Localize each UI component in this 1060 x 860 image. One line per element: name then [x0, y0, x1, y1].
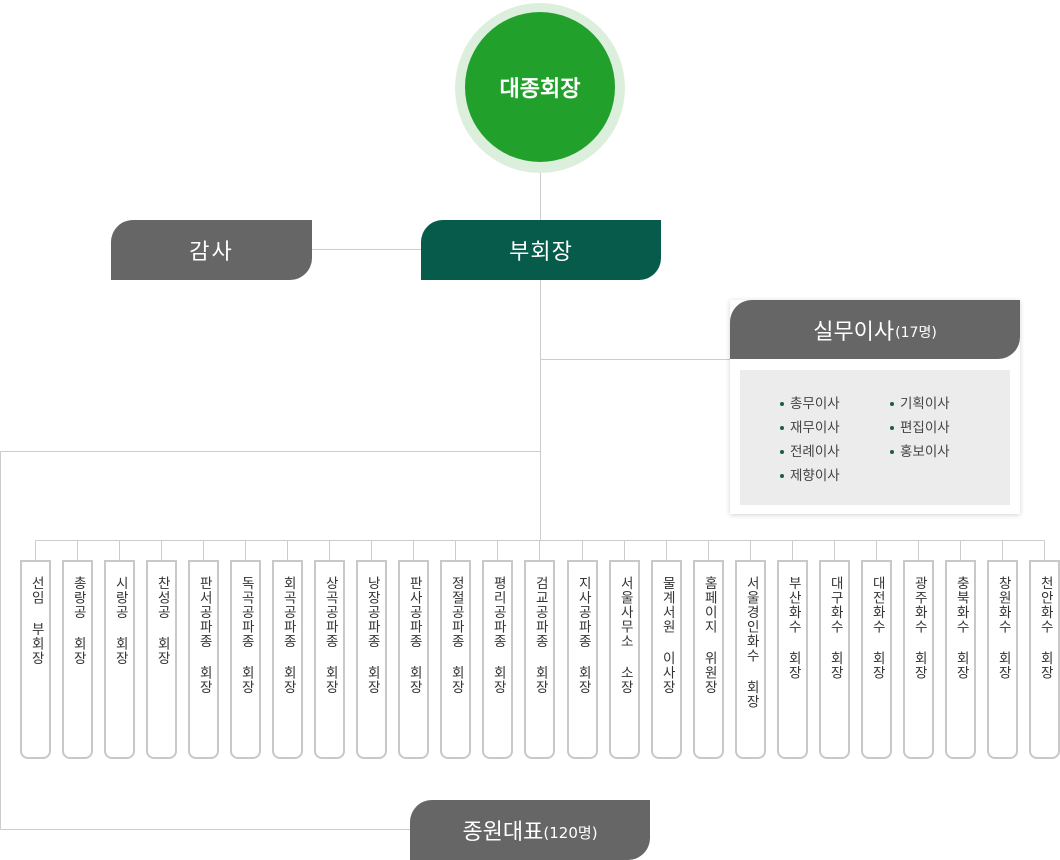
branch-label: 상곡공파종 회장 [322, 576, 339, 695]
branch-node: 서울사무소 소장 [609, 560, 640, 759]
branch-node: 시랑공 회장 [104, 560, 135, 759]
branch-label: 평리공파종 회장 [490, 576, 507, 695]
directors-panel: 실무이사(17명) 총무이사 재무이사 전례이사 제향이사 기획이사 편집이사 … [730, 300, 1020, 514]
branch-node: 판서공파종 회장 [188, 560, 219, 759]
representatives-node: 종원대표(120명) [410, 800, 650, 860]
branch-node: 상곡공파종 회장 [314, 560, 345, 759]
branch-node: 서울경인화수 회장 [735, 560, 766, 759]
representatives-label: 종원대표 [462, 820, 544, 845]
chairman-node: 대종회장 [465, 12, 615, 162]
director-item: 홍보이사 [890, 440, 950, 464]
branch-label: 홈페이지 위원장 [701, 576, 718, 695]
branch-node: 정절공파종 회장 [440, 560, 471, 759]
director-item: 전례이사 [780, 440, 840, 464]
branch-node: 홈페이지 위원장 [693, 560, 724, 759]
branch-label: 부산화수 회장 [785, 576, 802, 680]
branch-label: 물계서원 이사장 [659, 576, 676, 695]
branch-node: 판사공파종 회장 [398, 560, 429, 759]
branch-label: 시랑공 회장 [112, 576, 129, 666]
branch-label: 판사공파종 회장 [406, 576, 423, 695]
branch-node: 찬성공 회장 [146, 560, 177, 759]
branch-label: 찬성공 회장 [154, 576, 171, 666]
branch-node: 총랑공 회장 [62, 560, 93, 759]
branch-node: 부산화수 회장 [777, 560, 808, 759]
branch-node: 독곡공파종 회장 [230, 560, 261, 759]
branch-node: 회곡공파종 회장 [272, 560, 303, 759]
branch-label: 서울사무소 소장 [617, 576, 634, 695]
branch-node: 물계서원 이사장 [651, 560, 682, 759]
branch-label: 판서공파종 회장 [196, 576, 213, 695]
branch-label: 광주화수 회장 [911, 576, 928, 680]
branch-label: 대전화수 회장 [869, 576, 886, 680]
directors-count: (17명) [895, 324, 937, 341]
branch-node: 낭장공파종 회장 [356, 560, 387, 759]
directors-list-right: 기획이사 편집이사 홍보이사 [890, 392, 950, 464]
branch-label: 총랑공 회장 [70, 576, 87, 666]
directors-list-box: 총무이사 재무이사 전례이사 제향이사 기획이사 편집이사 홍보이사 [740, 370, 1010, 505]
director-item: 편집이사 [890, 416, 950, 440]
branch-node: 평리공파종 회장 [482, 560, 513, 759]
vice-chairman-node: 부회장 [421, 220, 661, 280]
branch-label: 대구화수 회장 [827, 576, 844, 680]
auditor-node: 감사 [111, 220, 312, 280]
branch-node: 선임 부회장 [20, 560, 51, 759]
directors-list-left: 총무이사 재무이사 전례이사 제향이사 [780, 392, 840, 488]
branch-node: 충북화수 회장 [945, 560, 976, 759]
branch-label: 낭장공파종 회장 [364, 576, 381, 695]
director-item: 총무이사 [780, 392, 840, 416]
director-item: 기획이사 [890, 392, 950, 416]
branch-label: 독곡공파종 회장 [238, 576, 255, 695]
branch-label: 지사공파종 회장 [575, 576, 592, 695]
representatives-count: (120명) [543, 823, 598, 842]
directors-label: 실무이사 [813, 319, 895, 345]
branch-label: 창원화수 회장 [995, 576, 1012, 680]
branch-label: 정절공파종 회장 [448, 576, 465, 695]
branch-label: 검교공파종 회장 [532, 576, 549, 695]
director-item: 제향이사 [780, 464, 840, 488]
branch-label: 회곡공파종 회장 [280, 576, 297, 695]
branch-node: 지사공파종 회장 [567, 560, 598, 759]
director-item: 재무이사 [780, 416, 840, 440]
branch-node: 광주화수 회장 [903, 560, 934, 759]
branch-node: 창원화수 회장 [987, 560, 1018, 759]
branch-label: 천안화수 회장 [1037, 576, 1054, 680]
branch-label: 서울경인화수 회장 [743, 576, 760, 709]
branch-node: 대구화수 회장 [819, 560, 850, 759]
branch-node: 천안화수 회장 [1029, 560, 1060, 759]
branch-label: 선임 부회장 [28, 576, 45, 666]
branch-node: 대전화수 회장 [861, 560, 892, 759]
branch-node: 검교공파종 회장 [524, 560, 555, 759]
branch-label: 충북화수 회장 [953, 576, 970, 680]
directors-title: 실무이사(17명) [730, 300, 1020, 359]
